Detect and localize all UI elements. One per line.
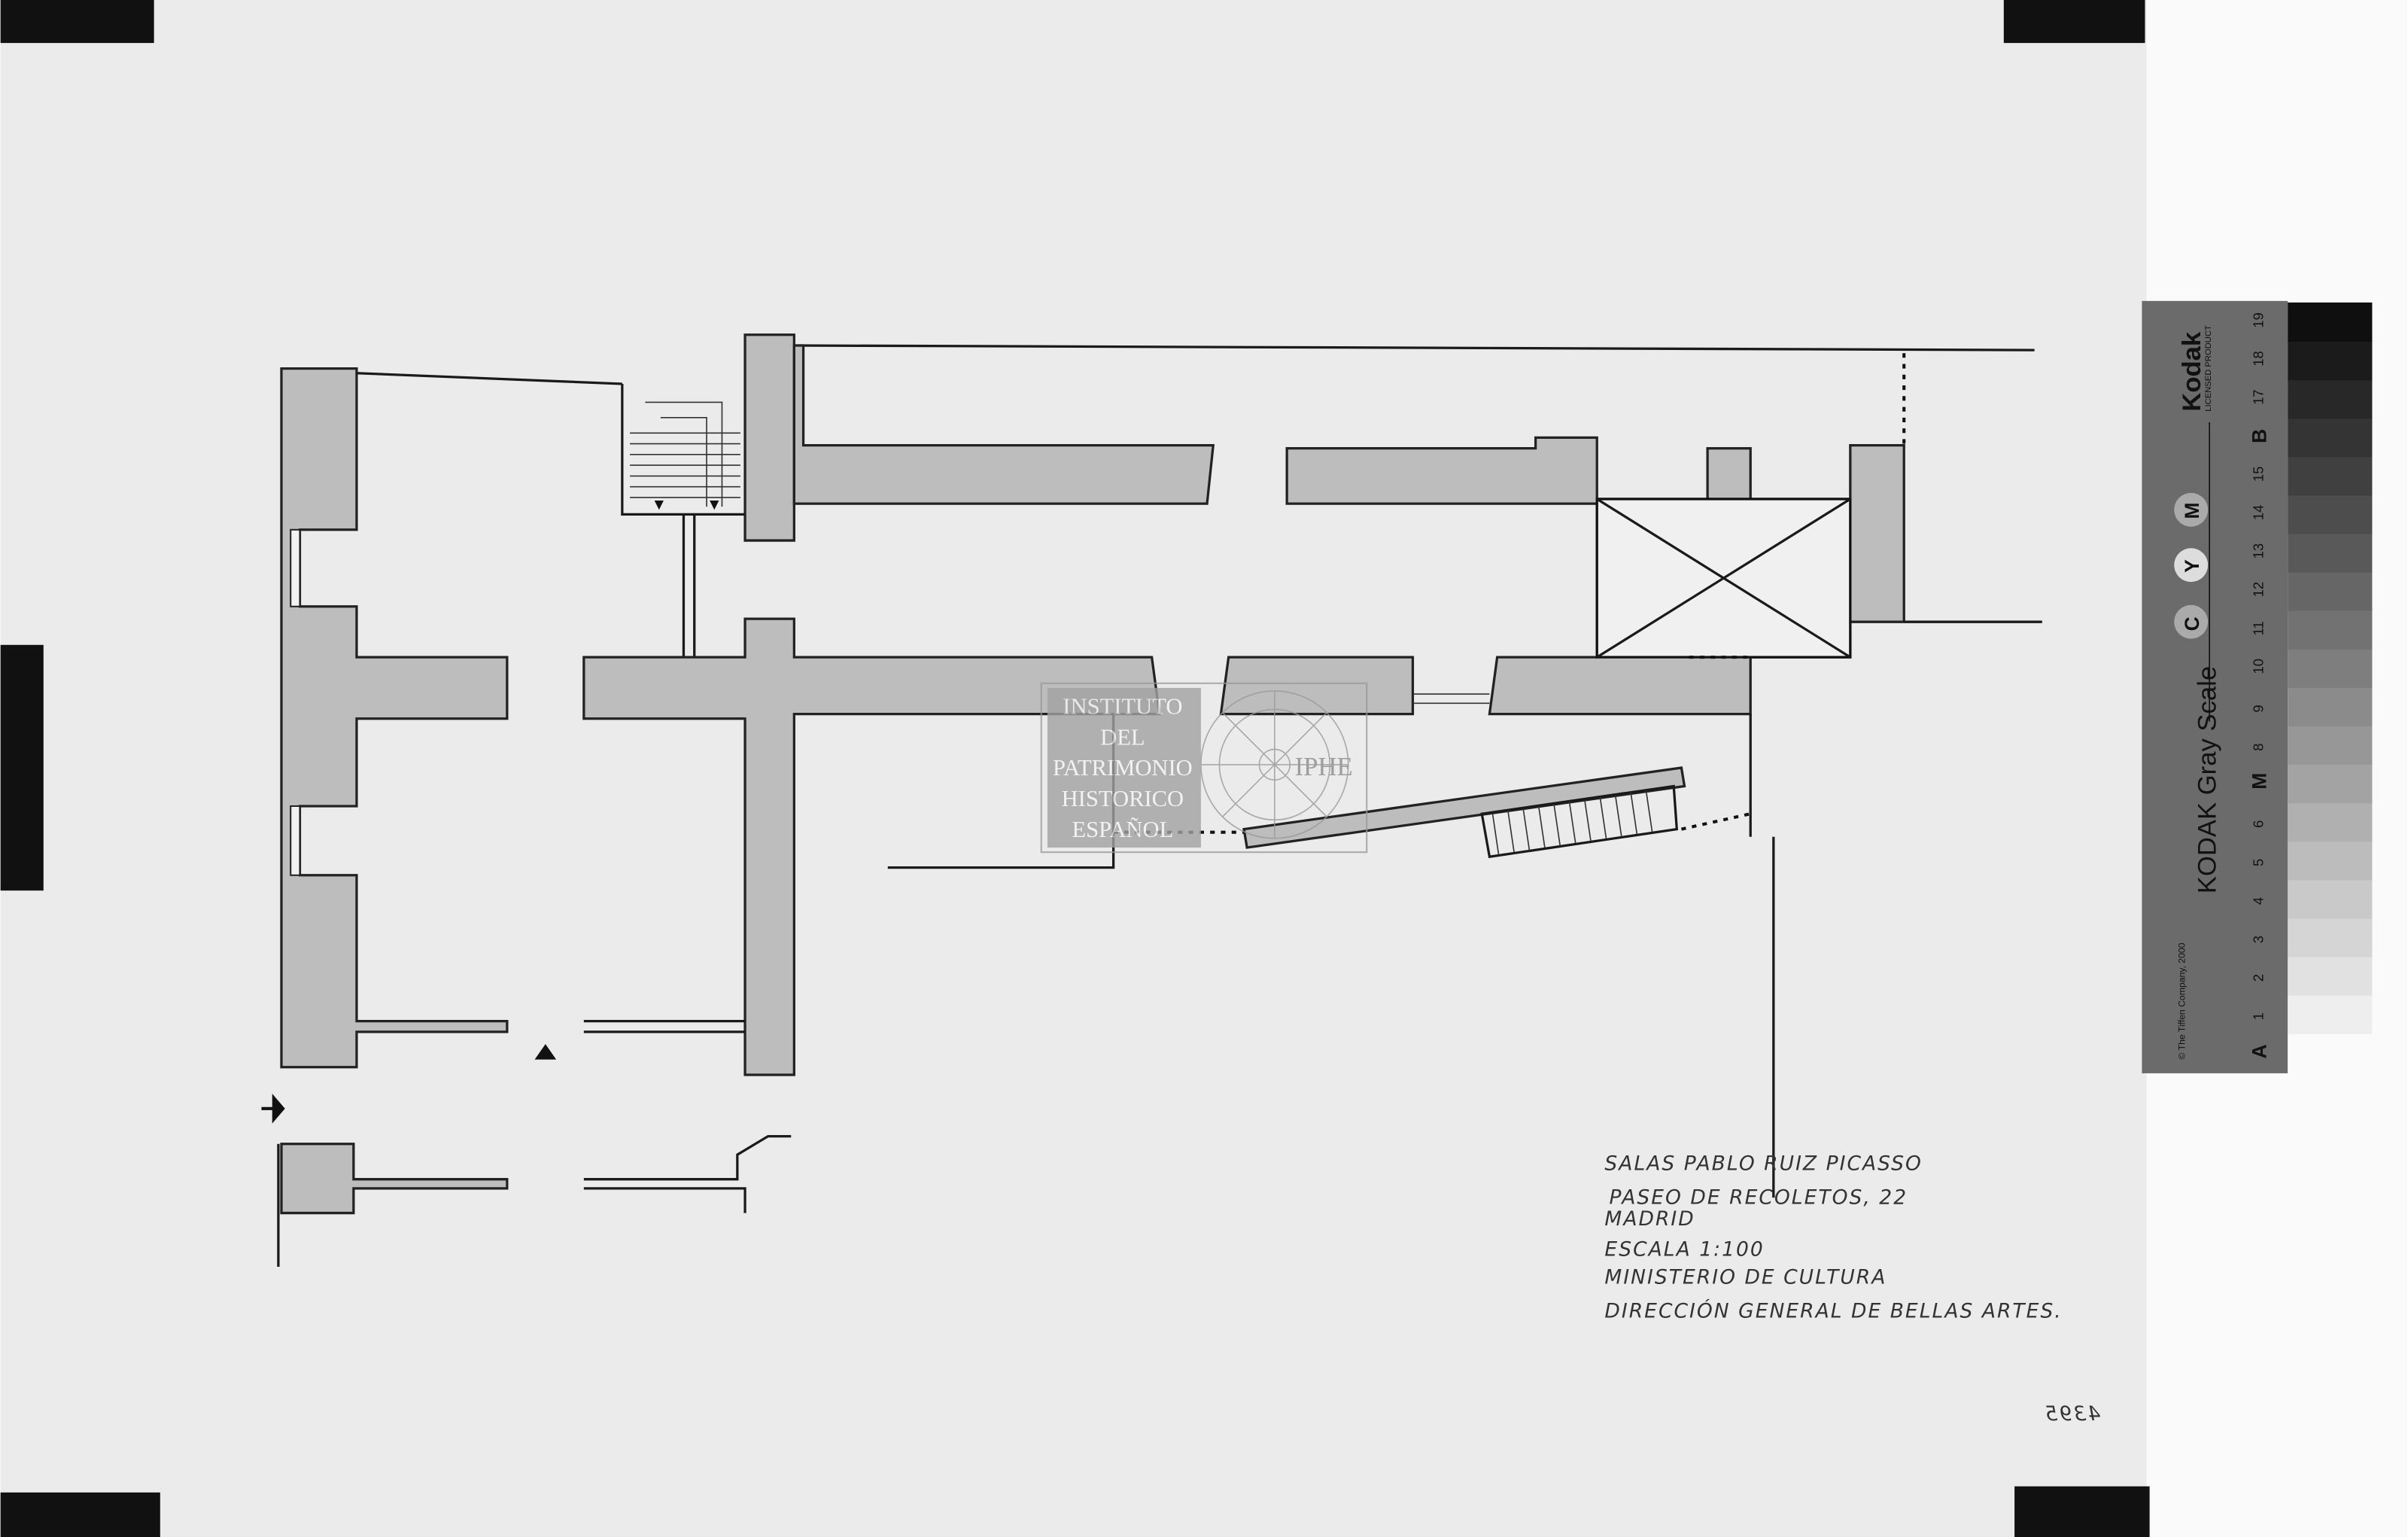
stair-wall — [743, 333, 795, 542]
compass-rose-icon — [1200, 690, 1349, 839]
gray-patch — [2288, 533, 2373, 573]
gray-patch — [2288, 764, 2373, 804]
stamp-row: PATRIMONIO — [1053, 755, 1193, 781]
card-title: KODAK Gray Scale — [2193, 666, 2221, 893]
note-line: MINISTERIO DE CULTURA — [1604, 1265, 1887, 1289]
gray-patch — [2288, 879, 2373, 919]
gray-patch — [2288, 379, 2373, 419]
gray-patch — [2288, 802, 2373, 842]
gray-patch — [2288, 648, 2373, 688]
entrance-arrow-icon — [534, 1044, 557, 1060]
patch-label: 6 — [2251, 820, 2267, 828]
patch-label: 13 — [2251, 543, 2267, 558]
gray-patch — [2288, 302, 2373, 342]
patch-label: 14 — [2251, 505, 2267, 520]
kodak-gray-scale-card: KODAK Gray Scale © The Tiffen Company, 2… — [2142, 300, 2373, 1073]
gray-patch — [2288, 725, 2373, 765]
stamp-row: HISTORICO — [1062, 786, 1184, 811]
gray-patch — [2288, 340, 2373, 381]
note-line: MADRID — [1604, 1207, 1695, 1231]
cym-c: C — [2181, 616, 2203, 631]
note-line: SALAS PABLO RUIZ PICASSO — [1604, 1152, 1922, 1175]
stamp-row: DEL — [1100, 724, 1145, 750]
patch-label: 17 — [2251, 389, 2267, 404]
patch-label: 3 — [2251, 936, 2267, 943]
patch-label: 1 — [2251, 1012, 2267, 1020]
gray-patch — [2288, 571, 2373, 611]
gray-patch — [2288, 956, 2373, 996]
note-line: ESCALA 1:100 — [1604, 1238, 1764, 1262]
stamp-row: INSTITUTO — [1063, 694, 1182, 720]
patch-label: 5 — [2251, 859, 2267, 866]
gray-patch — [2288, 418, 2373, 458]
stamp-row: ESPAÑOL — [1072, 817, 1173, 842]
cym-m: M — [2181, 502, 2203, 519]
patch-label: 10 — [2251, 659, 2267, 674]
iphe-stamp: INSTITUTO DEL PATRIMONIO HISTORICO ESPAÑ… — [1040, 682, 1368, 854]
patch-label: 8 — [2251, 743, 2267, 750]
patch-label: A — [2248, 1044, 2271, 1058]
stairwell — [621, 383, 746, 658]
gray-patch — [2288, 994, 2373, 1034]
patch-label: 11 — [2251, 621, 2267, 635]
card-copyright: © The Tiffen Company, 2000 — [2177, 942, 2188, 1059]
title-block-notes: SALAS PABLO RUIZ PICASSO PASEO DE RECOLE… — [1604, 1152, 2100, 1426]
gray-patches — [2288, 302, 2373, 1073]
entrance-arrow-icon-west — [261, 1094, 285, 1124]
south-wall — [280, 1143, 509, 1215]
gray-patch — [2288, 610, 2373, 650]
gray-patch — [2288, 918, 2373, 957]
stamp-acronym: IPHE — [1295, 753, 1353, 781]
archive-number: 4395 — [2044, 1402, 2101, 1426]
note-line: DIRECCIÓN GENERAL DE BELLAS ARTES. — [1604, 1298, 2062, 1322]
patch-label: 9 — [2251, 705, 2267, 712]
patch-label: 2 — [2251, 974, 2267, 982]
cym-y: Y — [2181, 559, 2203, 573]
gray-patch — [2288, 686, 2373, 727]
patch-label: 19 — [2251, 312, 2267, 327]
patch-label: M — [2248, 773, 2271, 790]
patch-label: 18 — [2251, 351, 2267, 366]
gray-patch — [2288, 1033, 2373, 1073]
ramp-stair — [887, 714, 1751, 869]
north-corridor-wall — [792, 344, 1215, 505]
gray-patch — [2288, 841, 2373, 881]
licensed-label: LICENSED PRODUCT — [2204, 325, 2213, 412]
gray-patch — [2288, 495, 2373, 534]
patch-label: 4 — [2251, 897, 2267, 905]
kodak-logo: Kodak — [2178, 331, 2206, 412]
void-crossed — [1595, 498, 1852, 659]
floor-plan — [261, 333, 2042, 1267]
note-line: PASEO DE RECOLETOS, 22 — [1610, 1185, 1908, 1209]
patch-label: B — [2248, 429, 2271, 443]
patch-label: 12 — [2251, 582, 2267, 597]
patch-label: 15 — [2251, 467, 2267, 482]
mounting-tabs — [0, 0, 2150, 1537]
gray-patch — [2288, 456, 2373, 496]
